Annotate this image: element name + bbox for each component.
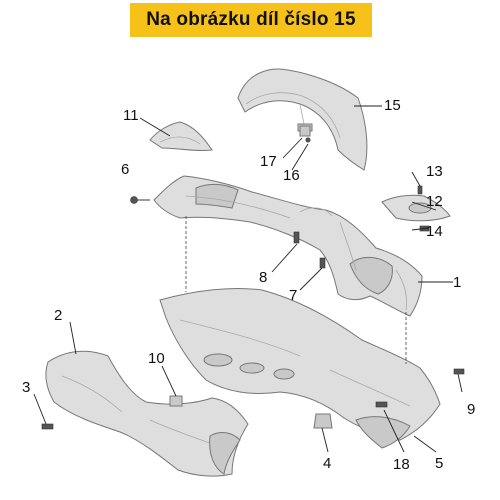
callout-1: 1 xyxy=(453,274,461,291)
screw-13 xyxy=(417,185,423,195)
callout-2: 2 xyxy=(54,307,62,324)
part-4-clip xyxy=(313,413,333,429)
callout-17: 17 xyxy=(260,153,277,170)
callout-4: 4 xyxy=(323,455,331,472)
part-9-screw xyxy=(453,368,465,375)
callout-11: 11 xyxy=(123,107,139,124)
part-16-17-clip xyxy=(299,125,311,143)
banner-title: Na obrázku díl číslo 15 xyxy=(146,9,356,30)
part-2-lower-cover xyxy=(45,350,249,477)
callout-3: 3 xyxy=(22,379,30,396)
part-10-clip xyxy=(169,395,183,407)
callout-7: 7 xyxy=(289,287,297,304)
part-5-lower-panel xyxy=(159,287,441,449)
part-11-cap xyxy=(149,121,213,152)
part-18-screw xyxy=(375,401,388,408)
screw-6 xyxy=(130,196,150,204)
callout-labels: 1 2 3 4 5 6 7 8 9 10 11 12 13 14 15 16 1… xyxy=(22,97,475,473)
callout-12: 12 xyxy=(426,193,443,210)
callout-18: 18 xyxy=(393,456,410,473)
callout-14: 14 xyxy=(426,223,443,240)
part-15-upper-cover xyxy=(237,68,368,171)
callout-6: 6 xyxy=(121,161,129,178)
assembly-lines xyxy=(185,216,407,364)
callout-8: 8 xyxy=(259,269,267,286)
part-1-handlebar-body xyxy=(153,175,423,317)
part-3-screw xyxy=(41,423,54,430)
callout-13: 13 xyxy=(426,163,443,180)
callout-16: 16 xyxy=(283,167,300,184)
leader-lines xyxy=(33,105,463,453)
callout-10: 10 xyxy=(148,350,165,367)
callout-9: 9 xyxy=(467,401,475,418)
part-12-cap xyxy=(381,194,451,222)
callout-5: 5 xyxy=(435,455,443,472)
screw-8 xyxy=(293,231,300,244)
title-banner: Na obrázku díl číslo 15 xyxy=(130,3,372,37)
callout-15: 15 xyxy=(384,97,401,114)
screw-7 xyxy=(319,257,326,269)
